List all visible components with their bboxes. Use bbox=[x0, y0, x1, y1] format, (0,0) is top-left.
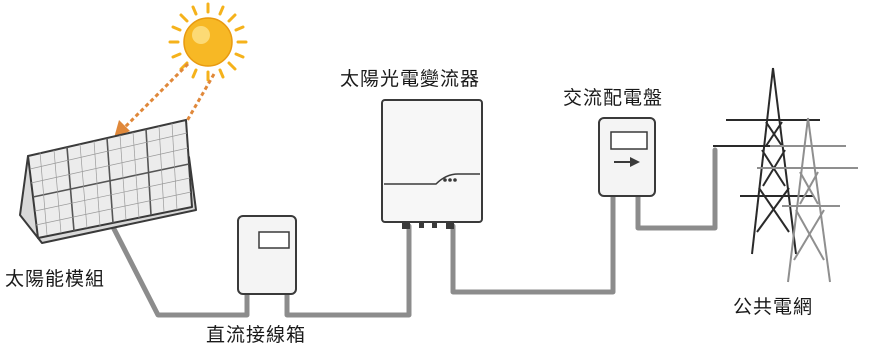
solar-panel-icon bbox=[19, 119, 197, 244]
cables bbox=[109, 147, 718, 318]
power-tower-icon bbox=[713, 67, 858, 283]
dc-junction-box-icon bbox=[237, 215, 297, 295]
cable-inverter-to-ac-panel bbox=[450, 193, 616, 295]
cable-dc-box-to-inverter bbox=[284, 223, 412, 318]
label-public-grid: 公共電網 bbox=[733, 296, 814, 318]
label-dc-junction-box: 直流接線箱 bbox=[206, 324, 307, 346]
cable-module-to-dc-box bbox=[109, 222, 250, 318]
inverter-icon bbox=[381, 99, 483, 229]
cable-ac-panel-to-grid bbox=[635, 147, 718, 231]
label-ac-distribution-panel: 交流配電盤 bbox=[563, 87, 664, 109]
ac-distribution-panel-icon bbox=[598, 117, 656, 197]
label-pv-inverter: 太陽光電變流器 bbox=[340, 68, 481, 90]
label-solar-module: 太陽能模組 bbox=[5, 268, 106, 290]
